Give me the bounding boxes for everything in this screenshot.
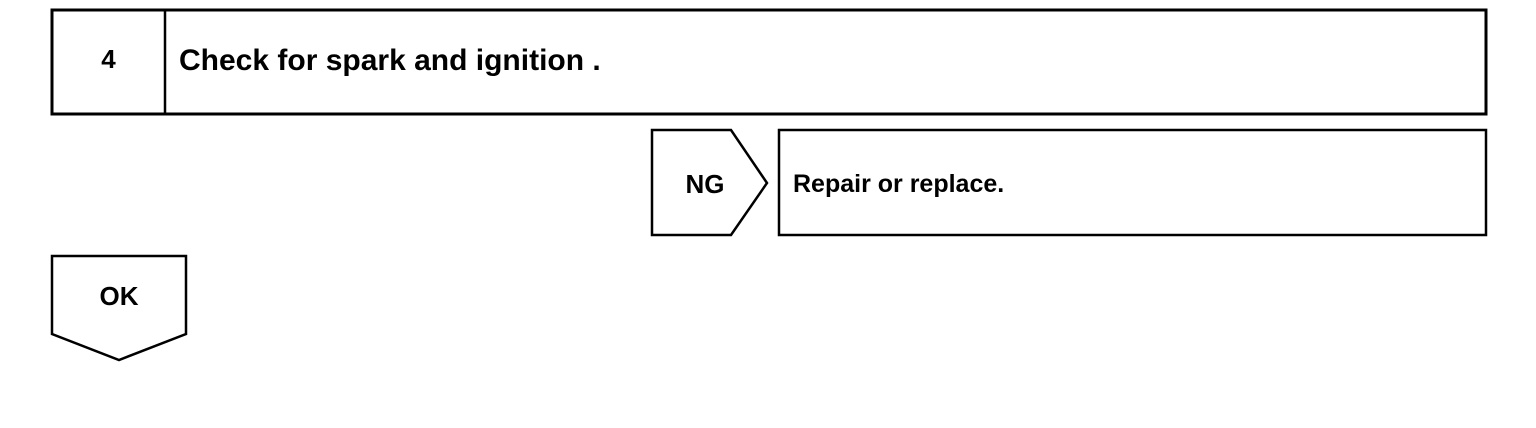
ng-arrow-tag (650, 128, 769, 237)
ng-label: NG (685, 169, 725, 199)
step-box (50, 8, 1488, 116)
ok-arrow-tag (50, 254, 188, 362)
step-title: Check for spark and ignition . (179, 44, 601, 77)
ok-label: OK (99, 281, 139, 311)
step-number: 4 (101, 44, 116, 74)
ng-action-text: Repair or replace. (793, 170, 1005, 198)
ng-action-box (777, 128, 1488, 237)
